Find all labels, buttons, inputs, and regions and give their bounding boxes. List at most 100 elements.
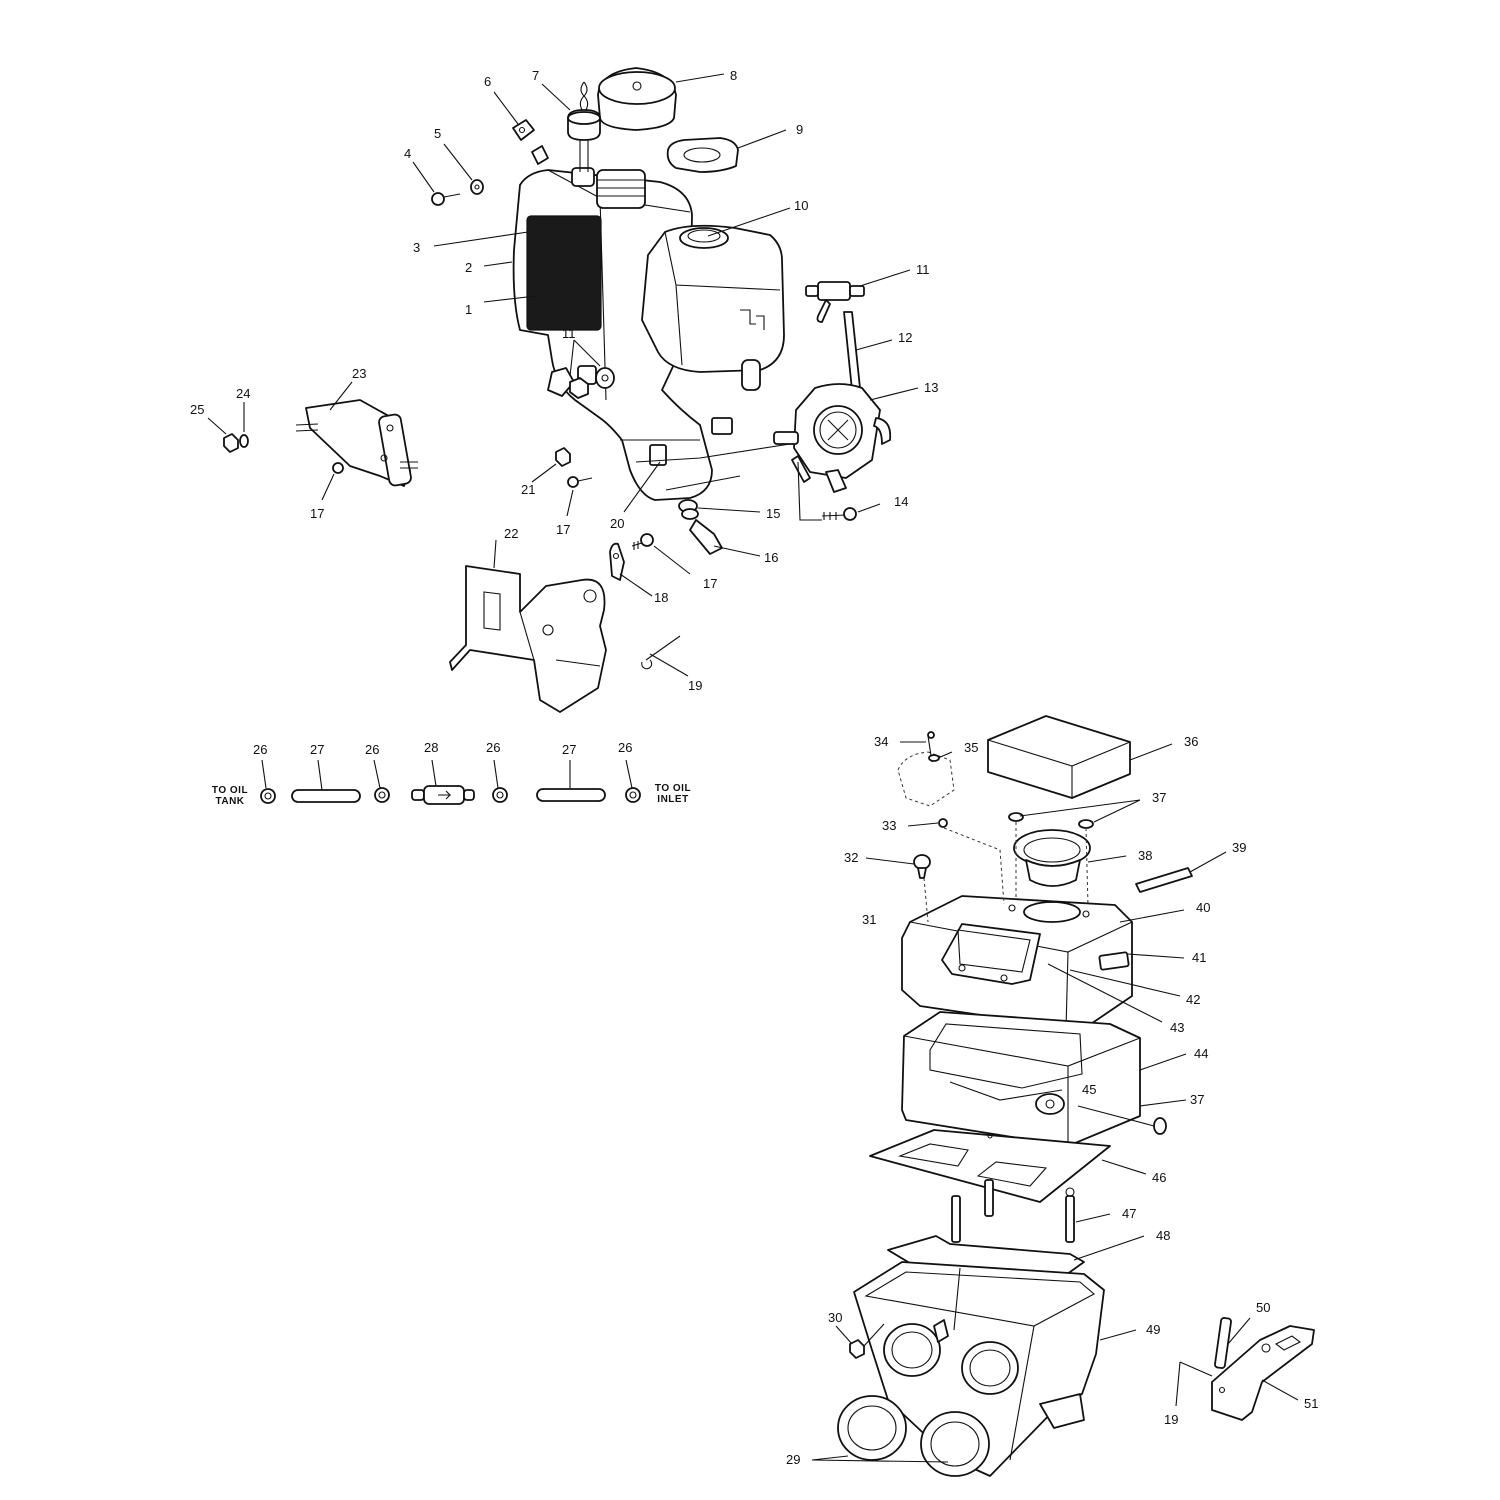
chassis-bracket-22	[449, 565, 607, 713]
callout-7: 7	[532, 68, 539, 83]
callout-43: 43	[1170, 1020, 1184, 1035]
callout-46: 46	[1152, 1170, 1166, 1185]
callout-5: 5	[434, 126, 441, 141]
tank-cap	[597, 67, 677, 131]
bolt-30	[849, 1323, 885, 1359]
callout-28: 28	[424, 740, 438, 755]
level-sensor	[567, 81, 601, 172]
oil-reservoir	[641, 224, 785, 391]
callout-26-d: 26	[618, 740, 632, 755]
callout-44: 44	[1194, 1046, 1208, 1061]
bracket-50-51	[1211, 1317, 1315, 1421]
callout-48: 48	[1156, 1228, 1170, 1243]
note-to-oil-inlet: TO OIL	[655, 783, 691, 794]
clip-18	[609, 542, 625, 581]
drain-plug-32	[913, 854, 931, 879]
callout-26-a: 26	[253, 742, 267, 757]
callout-18: 18	[654, 590, 668, 605]
callout-34: 34	[874, 734, 888, 749]
callout-47: 47	[1122, 1206, 1136, 1221]
callout-36: 36	[1184, 734, 1198, 749]
svg-text:TANK: TANK	[215, 796, 244, 807]
outlet-fitting	[689, 519, 723, 555]
mount-clip	[512, 119, 549, 165]
callout-17-mid: 17	[556, 522, 570, 537]
callout-40: 40	[1196, 900, 1210, 915]
callout-32: 32	[844, 850, 858, 865]
callout-3: 3	[413, 240, 420, 255]
callout-31: 31	[862, 912, 876, 927]
reservoir-neck	[679, 227, 729, 249]
callout-27-b: 27	[562, 742, 576, 757]
callout-6: 6	[484, 74, 491, 89]
air-box-lid	[901, 895, 1133, 1031]
callout-25: 25	[190, 402, 204, 417]
callout-1: 1	[465, 302, 472, 317]
callout-19-upper: 19	[688, 678, 702, 693]
callout-16: 16	[764, 550, 778, 565]
gasket-46	[869, 1129, 1111, 1203]
callout-13: 13	[924, 380, 938, 395]
air-box-base-49	[853, 1261, 1105, 1477]
filler-neck	[596, 169, 646, 209]
tie-19-lower	[1179, 1361, 1213, 1377]
callout-21: 21	[521, 482, 535, 497]
tank-grille	[526, 215, 602, 331]
air-box-body-44	[901, 1011, 1141, 1147]
outlet-nut	[569, 367, 615, 399]
callout-49: 49	[1146, 1322, 1160, 1337]
callout-27-a: 27	[310, 742, 324, 757]
clamp-strap	[843, 311, 861, 391]
screw-37-side	[1077, 1105, 1167, 1135]
callout-11-upper: 11	[916, 262, 930, 277]
callout-11-lower: 11	[562, 326, 576, 341]
callout-38: 38	[1138, 848, 1152, 863]
air-box-assembly	[837, 715, 1315, 1477]
callout-42: 42	[1186, 992, 1200, 1007]
callout-4: 4	[404, 146, 411, 161]
callout-19-lower: 19	[1164, 1412, 1178, 1427]
inline-filter-28	[411, 785, 475, 805]
studs-47	[951, 1179, 1075, 1243]
callout-45: 45	[1082, 1082, 1096, 1097]
intake-boot-38	[1013, 829, 1091, 887]
fuel-pump	[773, 383, 892, 493]
seals-29	[837, 1395, 990, 1477]
callout-26-c: 26	[486, 740, 500, 755]
callout-51: 51	[1304, 1396, 1318, 1411]
callout-9: 9	[796, 122, 803, 137]
cable-tie-19	[641, 635, 681, 670]
bracket-35	[897, 731, 955, 828]
callout-15: 15	[766, 506, 780, 521]
callout-33: 33	[882, 818, 896, 833]
callout-12: 12	[898, 330, 912, 345]
outlet-grommet	[678, 499, 699, 520]
air-filter-36	[987, 715, 1131, 799]
callout-41: 41	[1192, 950, 1206, 965]
tank-mount-nut	[555, 447, 593, 488]
leader-lines	[207, 73, 1299, 1463]
mount-bracket-23	[295, 399, 418, 487]
callout-17-lower: 17	[703, 576, 717, 591]
nut-25-washer-24	[223, 433, 249, 453]
callout-37-side: 37	[1190, 1092, 1204, 1107]
callout-8: 8	[730, 68, 737, 83]
callout-24: 24	[236, 386, 250, 401]
callout-35: 35	[964, 740, 978, 755]
screw-and-washer	[431, 179, 484, 206]
callout-37-top: 37	[1152, 790, 1166, 805]
strap-39	[1135, 867, 1193, 893]
oil-line-row: TO OIL TANK TO OIL INLET	[212, 783, 691, 807]
svg-text:INLET: INLET	[657, 794, 688, 805]
pump-screw	[821, 507, 857, 521]
note-to-oil-tank: TO OIL	[212, 785, 248, 796]
screw-17-lower	[631, 533, 654, 550]
callout-14: 14	[894, 494, 908, 509]
callout-2: 2	[465, 260, 472, 275]
callout-26-b: 26	[365, 742, 379, 757]
callout-30: 30	[828, 1310, 842, 1325]
cap-gasket	[666, 137, 739, 173]
callout-20: 20	[610, 516, 624, 531]
callout-17-left: 17	[310, 506, 324, 521]
